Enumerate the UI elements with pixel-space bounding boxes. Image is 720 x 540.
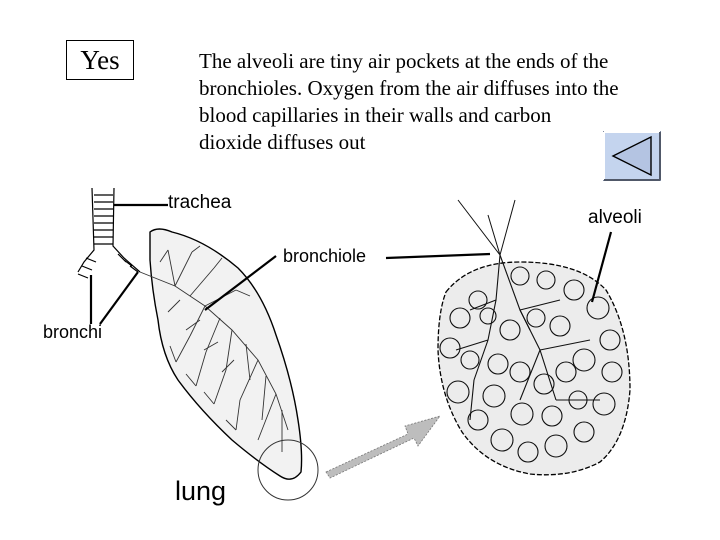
- trachea-drawing: [77, 187, 141, 279]
- answer-text: Yes: [80, 44, 120, 75]
- label-trachea: trachea: [168, 192, 232, 213]
- bronchiole-leader-1: [204, 255, 277, 311]
- back-button[interactable]: [603, 131, 661, 181]
- magnify-arrow: [325, 415, 442, 479]
- magnify-circle: [257, 439, 319, 501]
- label-alveoli: alveoli: [588, 207, 642, 228]
- alveoli-leader: [590, 231, 613, 303]
- answer-box: Yes: [66, 40, 134, 80]
- back-triangle-icon: [603, 131, 661, 181]
- explanation-text: The alveoli are tiny air pockets at the …: [199, 49, 619, 154]
- label-bronchi: bronchi: [43, 322, 103, 342]
- label-bronchiole: bronchiole: [283, 246, 367, 266]
- lung-outline: [149, 228, 303, 480]
- leader-lines: [89, 203, 613, 325]
- bronchial-tree: [139, 245, 289, 452]
- bronchiole-leader-2: [385, 252, 491, 260]
- alveoli-cluster: [437, 199, 631, 476]
- label-lung: lung: [175, 476, 227, 506]
- bronchi-leader-2: [99, 271, 139, 325]
